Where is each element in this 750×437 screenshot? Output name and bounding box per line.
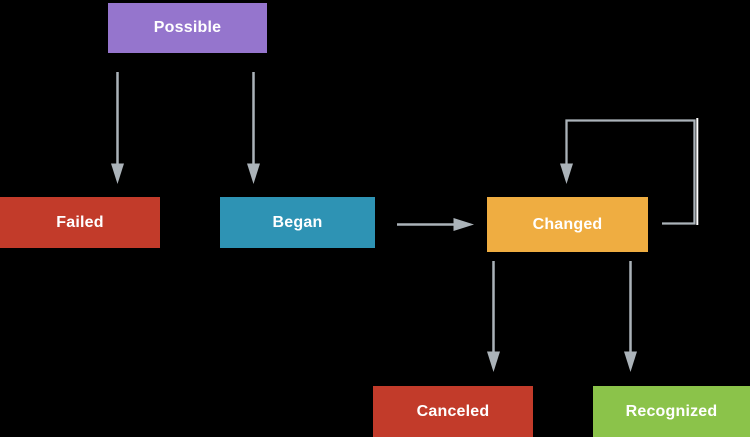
edge-changed-self-loop xyxy=(560,118,699,225)
node-label: Possible xyxy=(153,19,222,36)
node-changed: Changed xyxy=(487,197,648,252)
edge-possible-to-began xyxy=(247,72,260,184)
node-failed: Failed xyxy=(0,197,160,248)
arrowhead-down-icon xyxy=(111,163,124,184)
node-possible: Possible xyxy=(108,3,267,53)
edge-changed-to-canceled xyxy=(487,261,500,372)
edge-line xyxy=(565,119,696,225)
node-label: Canceled xyxy=(416,402,490,420)
node-began: Began xyxy=(220,197,375,248)
edge-began-to-changed xyxy=(397,218,474,231)
arrowhead-down-icon xyxy=(560,163,573,184)
edge-possible-to-failed xyxy=(111,72,124,184)
node-label: Began xyxy=(272,213,323,231)
node-canceled: Canceled xyxy=(373,386,533,437)
edge-changed-to-recognized xyxy=(624,261,637,372)
node-label: Failed xyxy=(56,213,104,231)
arrowhead-down-icon xyxy=(624,351,637,372)
node-recognized: Recognized xyxy=(593,386,750,437)
arrowhead-down-icon xyxy=(487,351,500,372)
node-label: Changed xyxy=(532,215,603,233)
node-label: Recognized xyxy=(625,402,718,420)
arrowhead-down-icon xyxy=(247,163,260,184)
arrowhead-right-icon xyxy=(453,218,474,231)
